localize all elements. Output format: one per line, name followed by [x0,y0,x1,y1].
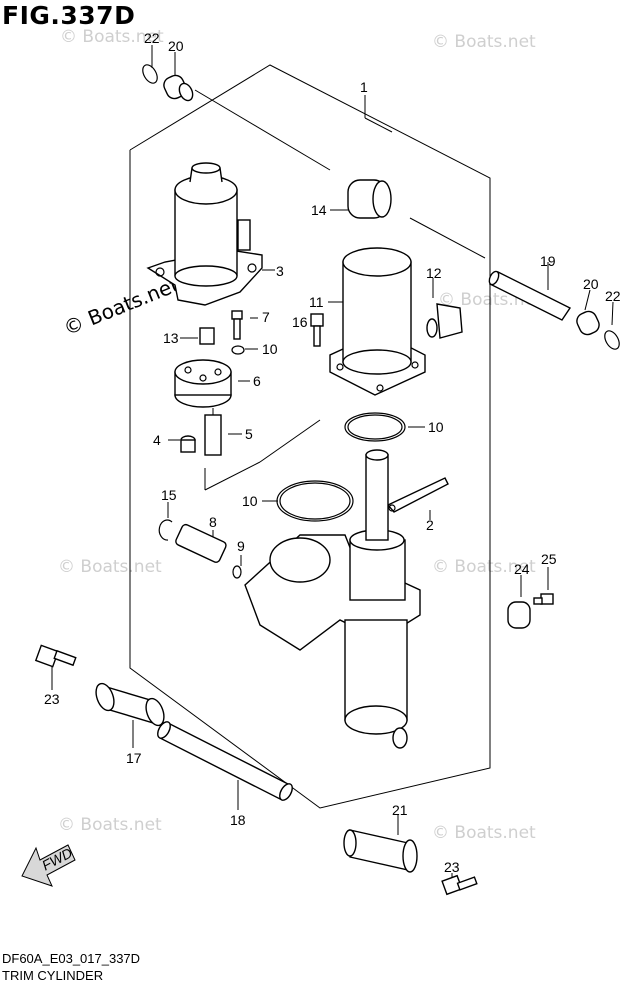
part-18-shaft [157,721,293,801]
callout-2: 2 [426,517,434,533]
part-20-bushing-right [576,310,600,336]
part-3-trim-motor [146,162,263,306]
watermark: © Boats.net [432,557,536,577]
part-17-bushing [95,682,165,727]
callout-16: 16 [292,314,308,330]
part-24-spacer [507,601,531,629]
callout-10: 10 [262,341,278,357]
callout-25: 25 [541,551,557,567]
callout-14: 14 [311,202,327,218]
watermark: © Boats.net [432,32,536,52]
callout-15: 15 [161,487,177,503]
callout-21: 21 [392,802,408,818]
part-10-o-ring-large [344,412,406,442]
callout-13: 13 [163,330,179,346]
callout-17: 17 [126,750,142,766]
callout-20: 20 [168,38,184,54]
callout-7: 7 [262,309,270,325]
watermark: © Boats.net [60,27,164,47]
part-2-bracket [386,477,449,513]
callout-18: 18 [230,812,246,828]
part-10-o-ring-cylinder [276,480,354,522]
callout-24: 24 [514,561,530,577]
part-25-bolt [533,593,554,605]
fwd-arrow-icon [21,844,76,887]
part-5-valve-assembly [204,408,222,456]
part-15-circlip [158,519,173,541]
figure-title: FIG.337D [2,1,136,30]
callout-23: 23 [44,691,60,707]
part-10-o-ring-small [231,345,245,355]
callout-20: 20 [583,276,599,292]
part-8-manual-valve [175,523,227,563]
callout-23: 23 [444,859,460,875]
watermark: © Boats.net [58,815,162,835]
part-7-screw [231,310,243,340]
callout-10: 10 [242,493,258,509]
callout-12: 12 [426,265,442,281]
callout-19: 19 [540,253,556,269]
part-14-collar [347,179,392,219]
part-23-bolt-right [441,874,478,896]
part-4-valve-seat [180,435,196,453]
part-6-gear-pump [174,359,232,408]
part-13-valve [199,327,215,345]
part-16-bolt [310,313,324,347]
leader-lines [51,45,614,880]
callout-22: 22 [605,288,621,304]
callout-22: 22 [144,30,160,46]
callout-11: 11 [309,294,324,310]
callout-6: 6 [253,373,261,389]
diagram-code: DF60A_E03_017_337D [2,951,141,966]
watermark: © Boats.net [58,557,162,577]
callout-5: 5 [245,426,253,442]
watermark: © Boats.net [432,823,536,843]
part-1-trim-cylinder [244,449,421,749]
callout-9: 9 [237,538,245,554]
callout-4: 4 [153,432,161,448]
part-23-bolt-left [34,644,77,668]
callout-1: 1 [360,79,368,95]
part-22-snap-ring-right [604,330,620,350]
part-12-plug [426,303,463,339]
assembly-frame [129,64,491,809]
callout-3: 3 [276,263,284,279]
callout-8: 8 [209,514,217,530]
part-21-collar [343,829,418,873]
diagram-caption: TRIM CYLINDER [2,968,104,983]
part-19-pin [488,270,572,321]
part-22-snap-ring [142,64,158,84]
part-11-reservoir [329,247,426,396]
part-20-bushing [163,74,194,102]
callout-10: 10 [428,419,444,435]
part-9-o-ring [232,565,242,579]
